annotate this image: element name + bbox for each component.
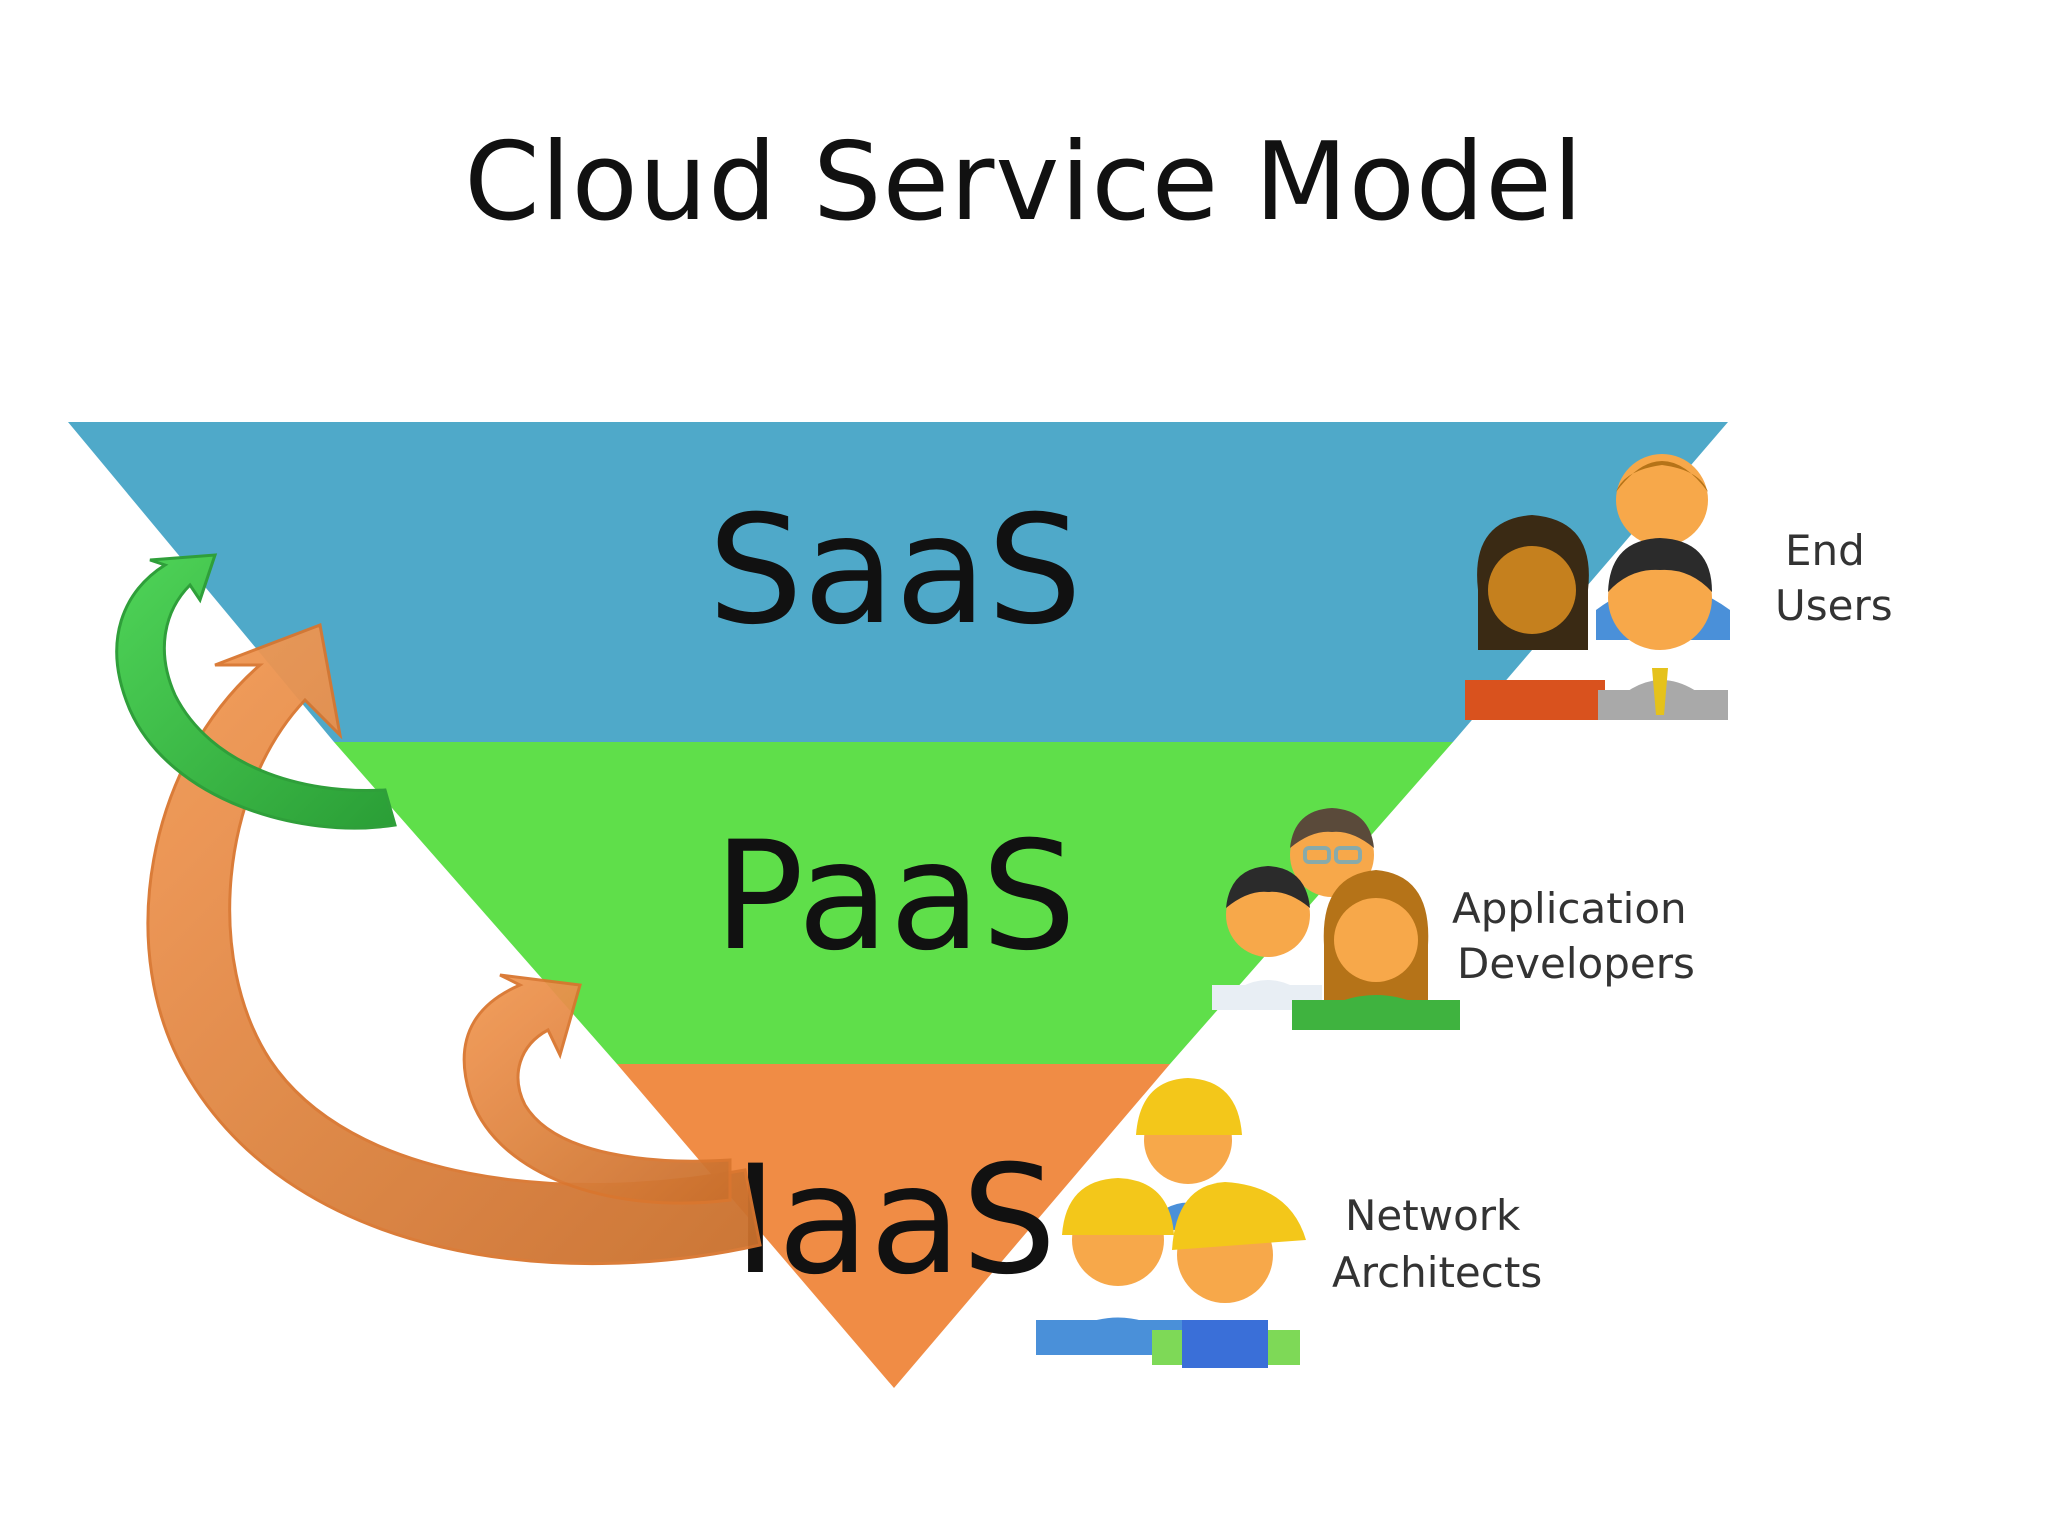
green-arrow-paas-to-saas-icon xyxy=(115,553,397,830)
paas-layer xyxy=(334,742,1453,1064)
network-architects-group-icon xyxy=(1036,1078,1306,1368)
iaas-label: IaaS xyxy=(733,1134,1056,1308)
iaas-layer xyxy=(617,1064,1170,1388)
slide-title: Cloud Service Model xyxy=(464,120,1584,245)
network-architects-label-line2: Architects xyxy=(1332,1248,1542,1297)
paas-label: PaaS xyxy=(714,810,1077,984)
end-users-group-icon xyxy=(1465,454,1730,720)
application-developers-group-icon xyxy=(1212,808,1460,1030)
saas-label: SaaS xyxy=(708,484,1082,658)
application-developers-label-line1: Application xyxy=(1452,884,1687,933)
orange-arrow-iaas-to-saas-icon xyxy=(146,622,762,1266)
orange-arrow-iaas-to-paas-icon xyxy=(462,973,732,1205)
end-users-label-line1: End xyxy=(1785,526,1865,575)
network-architects-label-line1: Network xyxy=(1345,1191,1521,1240)
saas-layer xyxy=(68,422,1728,742)
application-developers-label-line2: Developers xyxy=(1457,939,1695,988)
end-users-label-line2: Users xyxy=(1775,581,1893,630)
